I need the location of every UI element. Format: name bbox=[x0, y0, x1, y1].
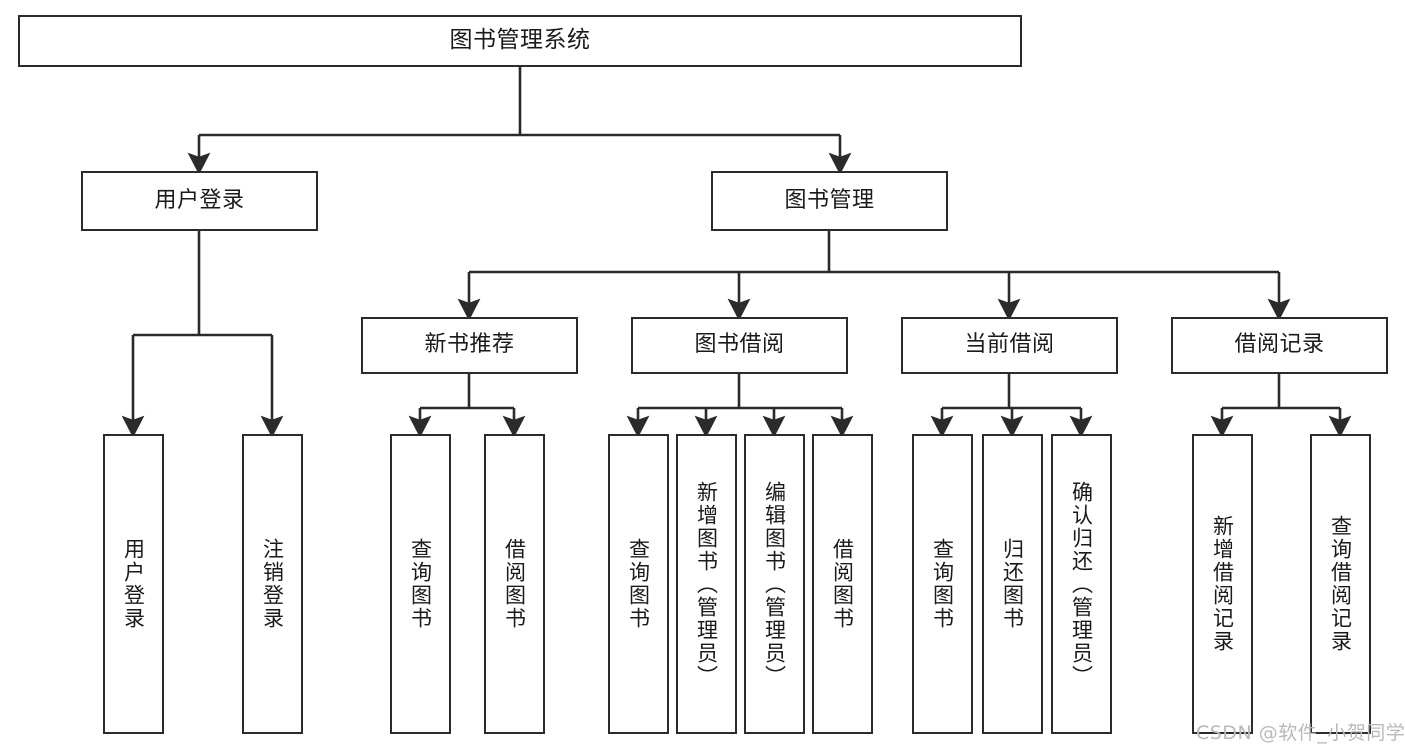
node-new-book-recommend[interactable]: 新书推荐 bbox=[361, 317, 578, 374]
node-borrow-record-label: 借阅记录 bbox=[1234, 332, 1325, 358]
node-leaf-borrow-book-2-label: 借阅图书 bbox=[830, 538, 855, 630]
node-leaf-query-book-2[interactable]: 查询图书 bbox=[608, 434, 669, 734]
node-book-borrow-label: 图书借阅 bbox=[694, 332, 785, 358]
node-leaf-user-logout-label: 注销登录 bbox=[260, 538, 285, 630]
node-leaf-borrow-book-1[interactable]: 借阅图书 bbox=[484, 434, 545, 734]
node-leaf-user-login[interactable]: 用户登录 bbox=[103, 434, 164, 734]
node-leaf-edit-book-admin-label: 编辑图书（管理员） bbox=[762, 480, 787, 688]
node-leaf-query-book-1[interactable]: 查询图书 bbox=[390, 434, 451, 734]
node-current-borrow-label: 当前借阅 bbox=[964, 332, 1055, 358]
node-leaf-query-book-2-label: 查询图书 bbox=[626, 538, 651, 630]
node-leaf-return-book[interactable]: 归还图书 bbox=[982, 434, 1043, 734]
csdn-watermark: CSDN @软件_小贺同学 bbox=[1196, 722, 1405, 744]
node-leaf-user-logout[interactable]: 注销登录 bbox=[242, 434, 303, 734]
node-borrow-record[interactable]: 借阅记录 bbox=[1171, 317, 1388, 374]
node-user-login-label: 用户登录 bbox=[154, 187, 245, 213]
node-leaf-edit-book-admin[interactable]: 编辑图书（管理员） bbox=[744, 434, 805, 734]
node-leaf-add-book-admin[interactable]: 新增图书（管理员） bbox=[676, 434, 737, 734]
node-book-manage-label: 图书管理 bbox=[784, 187, 875, 213]
node-leaf-user-login-label: 用户登录 bbox=[121, 538, 146, 630]
node-leaf-query-book-3-label: 查询图书 bbox=[930, 538, 955, 630]
node-leaf-add-borrow-record-label: 新增借阅记录 bbox=[1210, 515, 1235, 653]
node-book-manage[interactable]: 图书管理 bbox=[711, 171, 948, 231]
node-leaf-query-book-1-label: 查询图书 bbox=[408, 538, 433, 630]
node-leaf-confirm-return-admin[interactable]: 确认归还（管理员） bbox=[1051, 434, 1112, 734]
node-current-borrow[interactable]: 当前借阅 bbox=[901, 317, 1118, 374]
node-leaf-query-borrow-record[interactable]: 查询借阅记录 bbox=[1310, 434, 1371, 734]
node-root-label: 图书管理系统 bbox=[449, 27, 591, 54]
node-root[interactable]: 图书管理系统 bbox=[18, 15, 1022, 67]
node-book-borrow[interactable]: 图书借阅 bbox=[631, 317, 848, 374]
node-leaf-borrow-book-1-label: 借阅图书 bbox=[502, 538, 527, 630]
node-leaf-borrow-book-2[interactable]: 借阅图书 bbox=[812, 434, 873, 734]
node-leaf-add-borrow-record[interactable]: 新增借阅记录 bbox=[1192, 434, 1253, 734]
node-new-book-recommend-label: 新书推荐 bbox=[424, 332, 515, 358]
node-user-login[interactable]: 用户登录 bbox=[81, 171, 318, 231]
node-leaf-return-book-label: 归还图书 bbox=[1000, 538, 1025, 630]
node-leaf-confirm-return-admin-label: 确认归还（管理员） bbox=[1069, 480, 1094, 688]
node-leaf-query-borrow-record-label: 查询借阅记录 bbox=[1328, 515, 1353, 653]
node-leaf-query-book-3[interactable]: 查询图书 bbox=[912, 434, 973, 734]
node-leaf-add-book-admin-label: 新增图书（管理员） bbox=[694, 480, 719, 688]
